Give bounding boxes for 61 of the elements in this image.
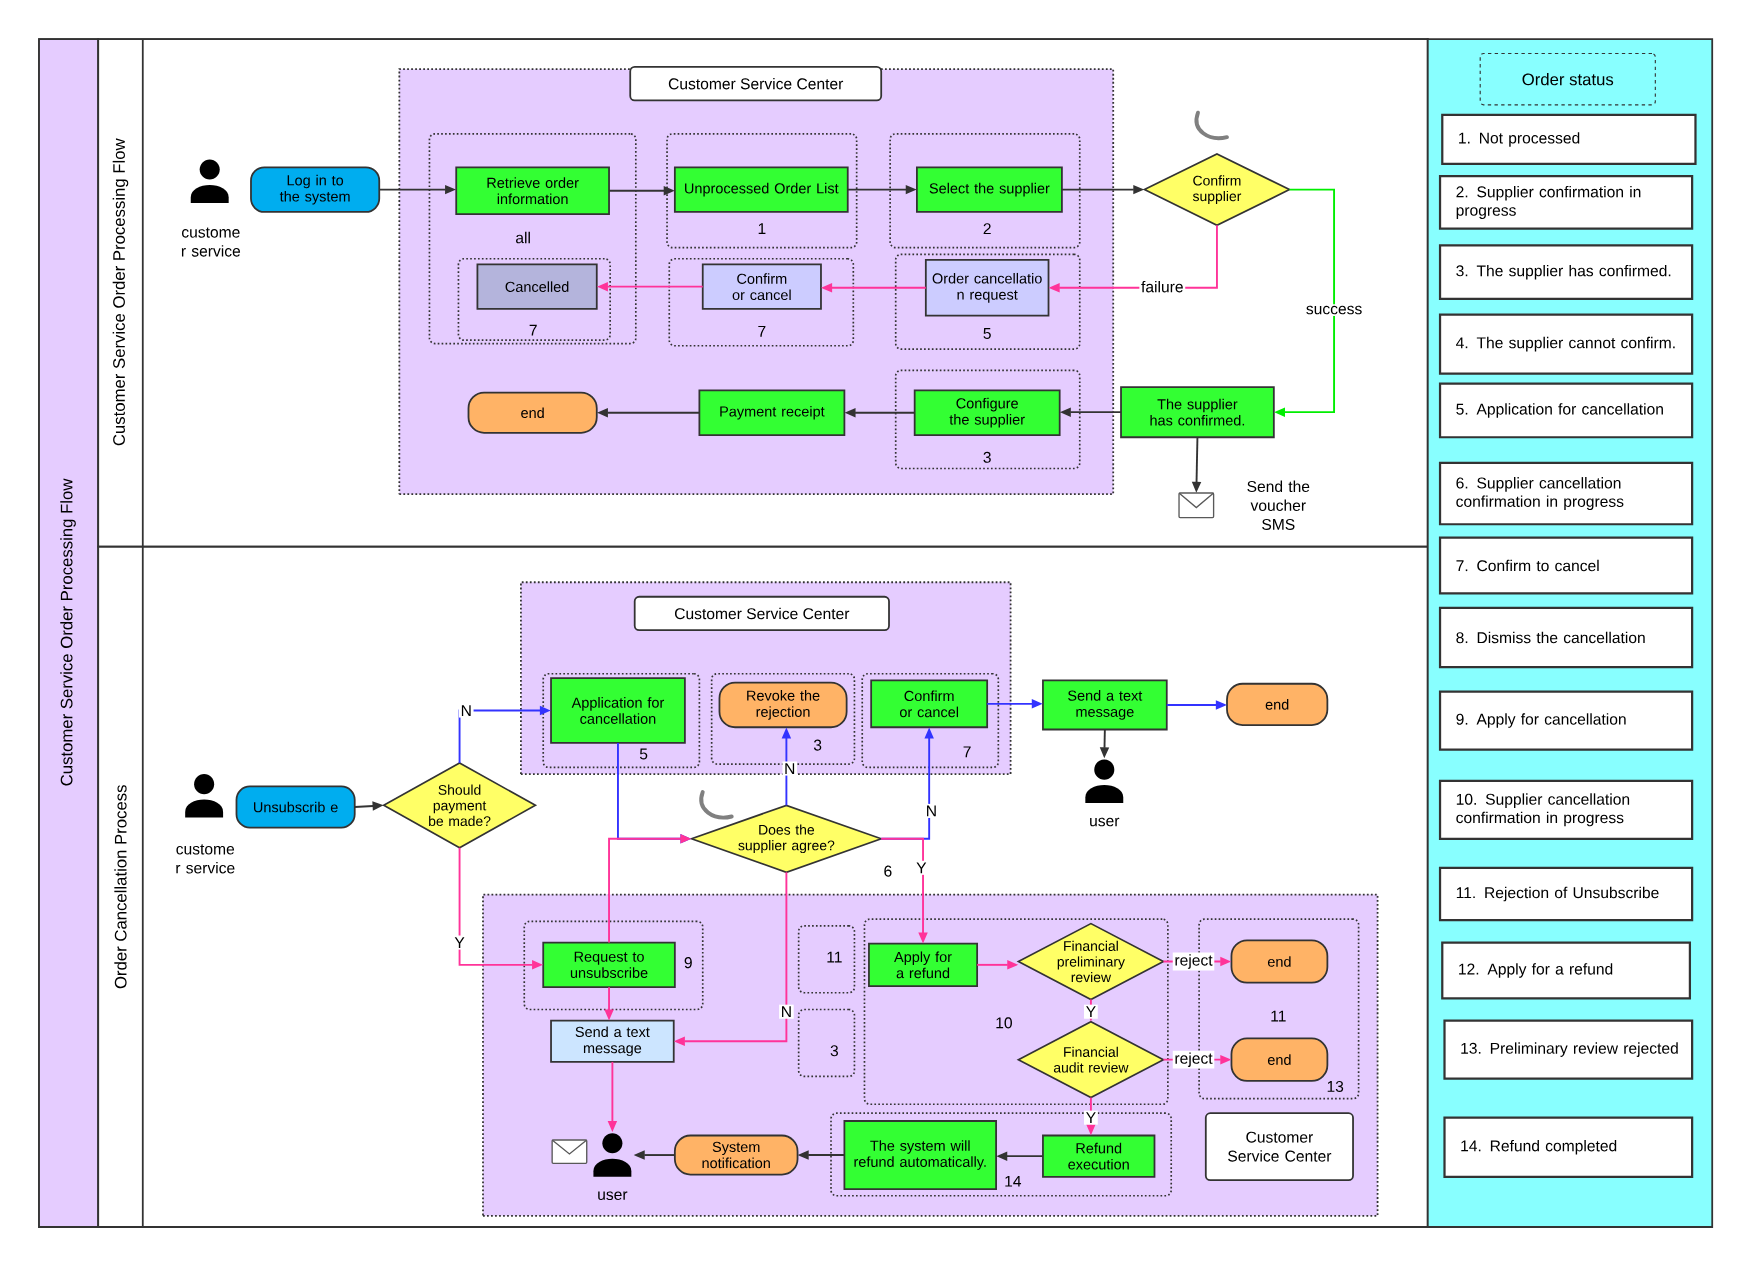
node-label: user xyxy=(1090,817,1120,827)
dotted-group: 3 xyxy=(797,1008,856,1078)
envelope-icon xyxy=(1178,480,1310,531)
process-box: The supplier has confirmed. xyxy=(1120,386,1275,439)
rounded-box: end xyxy=(1230,939,1329,984)
edge-label: Y xyxy=(452,935,467,950)
process-box: Configure the supplier xyxy=(913,389,1061,436)
process-box: Select the supplier xyxy=(916,166,1063,213)
process-box: Payment receipt xyxy=(698,389,846,436)
rounded-box: Revoke the rejection xyxy=(718,681,848,729)
rounded-box: Log in to the system xyxy=(250,166,381,213)
status-box: 1. Not processed xyxy=(1441,113,1697,166)
process-box: Apply for a refund xyxy=(868,942,978,987)
rounded-box: end xyxy=(1230,1037,1329,1082)
status-box: 6. Supplier cancellation confirmation in progress xyxy=(1438,461,1694,526)
process-box: Confirm or cancel xyxy=(870,679,989,729)
process-box: Retrieve order information xyxy=(455,166,610,216)
process-box: Application for cancellation xyxy=(550,677,686,744)
role-label: custome r service xyxy=(176,844,235,874)
heading-box: Customer Service Center xyxy=(629,66,883,102)
process-box: Request to unsubscribe xyxy=(542,941,676,989)
process-box: Order cancellatio n request xyxy=(924,259,1050,317)
status-box: 5. Application for cancellation xyxy=(1438,382,1694,439)
status-box: 2. Supplier confirmation in progress xyxy=(1438,175,1694,230)
process-box: Send a text message xyxy=(1042,679,1168,731)
rounded-box: Unsubscrib e xyxy=(235,785,356,829)
user-figure: user xyxy=(593,1133,632,1201)
status-box: 13. Preliminary review rejected xyxy=(1443,1019,1694,1080)
status-box: 3. The supplier has confirmed. xyxy=(1438,244,1694,301)
status-box: 4. The supplier cannot confirm. xyxy=(1438,313,1694,375)
heading-box: Order status xyxy=(1479,53,1656,106)
role-label: custome r service xyxy=(181,227,241,257)
edge-label: N xyxy=(924,803,939,818)
status-box: 7. Confirm to cancel xyxy=(1438,536,1694,595)
status-box: 8. Dismiss the cancellation xyxy=(1438,606,1694,669)
user-figure: user xyxy=(1085,759,1124,827)
status-box: 9. Apply for cancellation xyxy=(1438,690,1694,751)
status-box: 10. Supplier cancellation confirmation in progress xyxy=(1438,779,1694,840)
process-box: Send a text message xyxy=(550,1019,675,1063)
status-box: 12. Apply for a refund xyxy=(1441,941,1691,1000)
node-caption: 6 xyxy=(884,865,892,877)
edge-label: N xyxy=(458,703,474,718)
process-box: Cancelled xyxy=(476,263,598,310)
process-box: Unprocessed Order List xyxy=(673,166,849,213)
dotted-group: 11 xyxy=(797,925,856,994)
process-box: The system will refund automatically. xyxy=(843,1120,997,1190)
process-box: Refund execution xyxy=(1042,1134,1156,1178)
edge-label: failure xyxy=(1139,279,1186,295)
rounded-box: System notification xyxy=(673,1134,799,1176)
status-box: 11. Rejection of Unsubscribe xyxy=(1438,866,1694,922)
process-box: Customer Service Center xyxy=(1204,1112,1354,1182)
edge-label: N xyxy=(782,761,798,776)
heading-box: Customer Service Center xyxy=(633,595,890,632)
node-label: user xyxy=(598,1191,628,1201)
node-caption: Send the voucher SMS xyxy=(1247,480,1310,531)
edge-label: Y xyxy=(914,860,929,875)
rounded-box: end xyxy=(467,391,598,434)
process-box: Confirm or cancel xyxy=(701,263,822,310)
rounded-box: end xyxy=(1226,682,1329,726)
status-box: 14. Refund completed xyxy=(1443,1116,1694,1178)
edge-label: success xyxy=(1304,304,1364,317)
